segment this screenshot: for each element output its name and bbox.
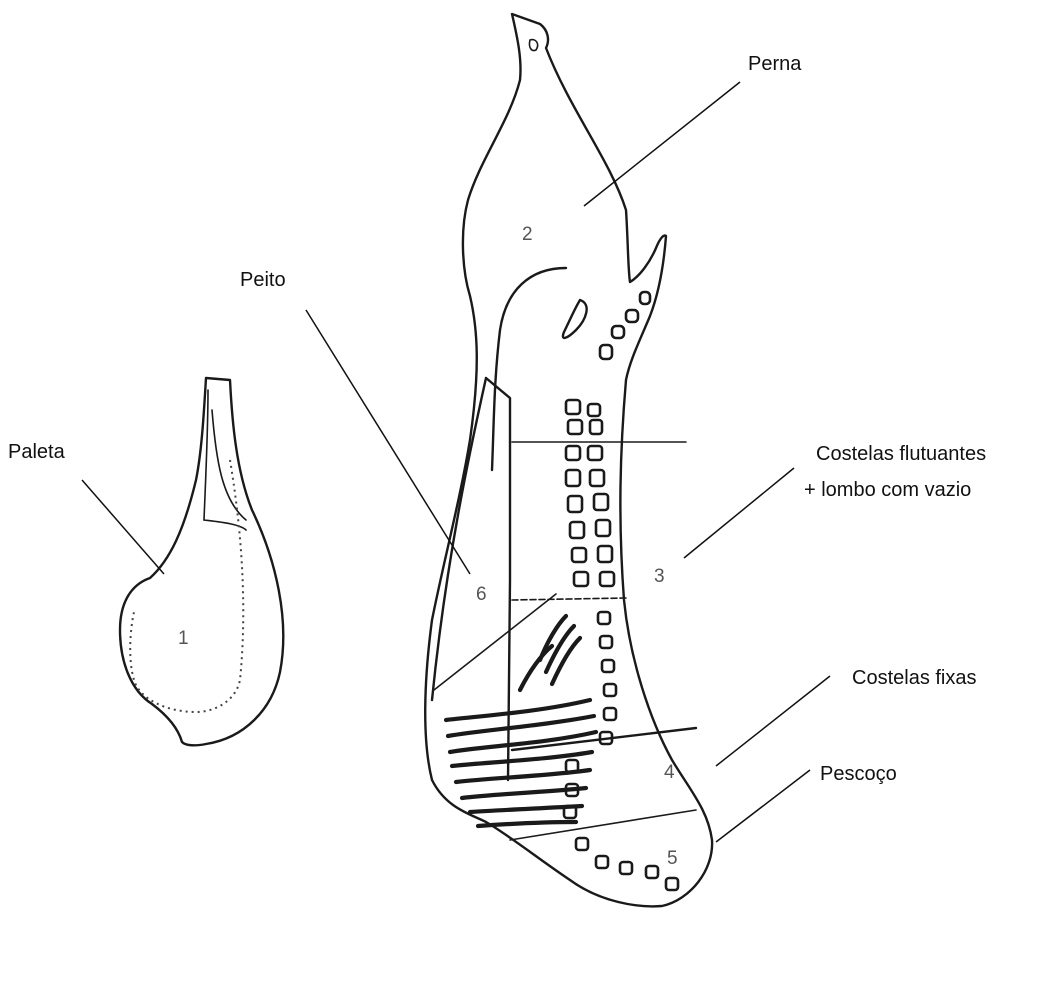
region-number-5: 5 xyxy=(667,848,678,869)
leader-pescoco xyxy=(716,770,810,842)
spine xyxy=(564,292,678,890)
leader-perna xyxy=(584,82,740,206)
label-costelas-flutuantes-line1: Costelas flutuantes xyxy=(816,443,986,465)
leg-tip-mark xyxy=(529,40,537,51)
leader-paleta xyxy=(82,480,164,574)
shoulder-piece xyxy=(120,378,283,745)
label-perna: Perna xyxy=(748,53,802,75)
region-number-1: 1 xyxy=(178,628,189,649)
label-costelas-fixas: Costelas fixas xyxy=(852,667,977,689)
label-costelas-flutuantes-line2: + lombo com vazio xyxy=(804,479,971,501)
belly-line xyxy=(432,378,486,700)
cut-line-loin-ribs xyxy=(512,598,626,600)
label-peito: Peito xyxy=(240,269,286,291)
cut-line-breast xyxy=(434,594,556,690)
region-number-4: 4 xyxy=(664,762,675,783)
leader-peito xyxy=(306,310,470,574)
pelvis-mark xyxy=(563,300,587,338)
region-number-6: 6 xyxy=(476,584,487,605)
region-number-2: 2 xyxy=(522,224,533,245)
label-pescoco: Pescoço xyxy=(820,763,897,785)
leader-costelas-flutuantes xyxy=(684,468,794,558)
ribs xyxy=(446,616,596,826)
leader-costelas-fixas xyxy=(716,676,830,766)
shoulder-outline xyxy=(120,378,283,745)
flank-line xyxy=(486,378,510,780)
shoulder-dotted-edge xyxy=(130,460,243,712)
label-paleta: Paleta xyxy=(8,441,66,463)
region-number-3: 3 xyxy=(654,566,665,587)
leg-inner-curve xyxy=(492,268,566,470)
cut-line-neck xyxy=(510,810,696,840)
